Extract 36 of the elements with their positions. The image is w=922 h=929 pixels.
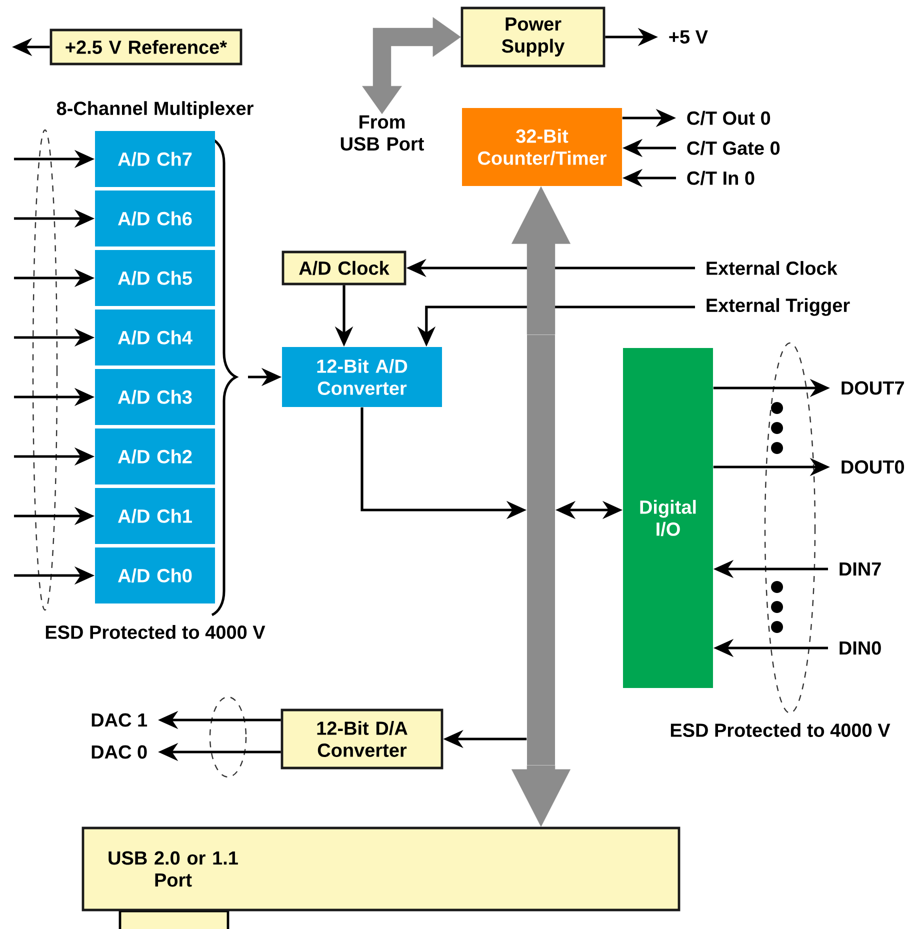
usb-port-box: USB 2.0 or 1.1 Port — [82, 826, 680, 929]
bus-arrow — [512, 186, 570, 335]
signal-label: DIN7 — [840, 562, 881, 576]
heading: 8-Channel Multiplexer — [56, 101, 254, 119]
power-supply-box: Power Supply — [460, 6, 606, 68]
signal-label: DOUT7 — [842, 381, 904, 395]
signal-label: C/T In 0 — [687, 170, 754, 186]
converter-box: 12-Bit D/A Converter — [280, 708, 444, 770]
channel-box: A/D Ch2 — [95, 428, 215, 484]
bus-arrow — [362, 17, 461, 114]
signal-label: DAC 0 — [92, 745, 147, 759]
signal-label: External Clock — [706, 261, 838, 275]
channel-box: A/D Ch3 — [95, 369, 215, 425]
channel-box: A/D Ch7 — [95, 131, 215, 187]
channel-box: A/D Ch0 — [95, 548, 215, 604]
source-label: From USB Port — [340, 115, 424, 151]
signal-label: DOUT0 — [842, 460, 904, 474]
caption-label: ESD Protected to 4000 V — [670, 723, 890, 737]
clock-box: A/D Clock — [282, 250, 406, 286]
channel-box: A/D Ch1 — [95, 488, 215, 544]
signal-label: DAC 1 — [92, 713, 148, 727]
channel-box: A/D Ch4 — [95, 310, 215, 366]
reference-box: +2.5 V Reference* — [50, 28, 242, 66]
signal-label: C/T Out 0 — [687, 110, 770, 126]
converter-box: 12-Bit A/D Converter — [282, 347, 442, 407]
signal-label: DIN0 — [840, 641, 881, 655]
channel-box: A/D Ch5 — [95, 250, 215, 306]
signal-label: External Trigger — [706, 298, 850, 316]
channel-box: A/D Ch6 — [95, 190, 215, 246]
counter-timer-box: 32-Bit Counter/Timer — [462, 108, 622, 186]
caption-label: ESD Protected to 4000 V — [46, 625, 266, 639]
signal-label: +5 V — [669, 30, 708, 44]
digital-io-box: Digital I/O — [623, 348, 713, 688]
signal-label: C/T Gate 0 — [687, 140, 780, 156]
bus-bar — [527, 335, 555, 765]
bus-arrow — [512, 765, 570, 827]
